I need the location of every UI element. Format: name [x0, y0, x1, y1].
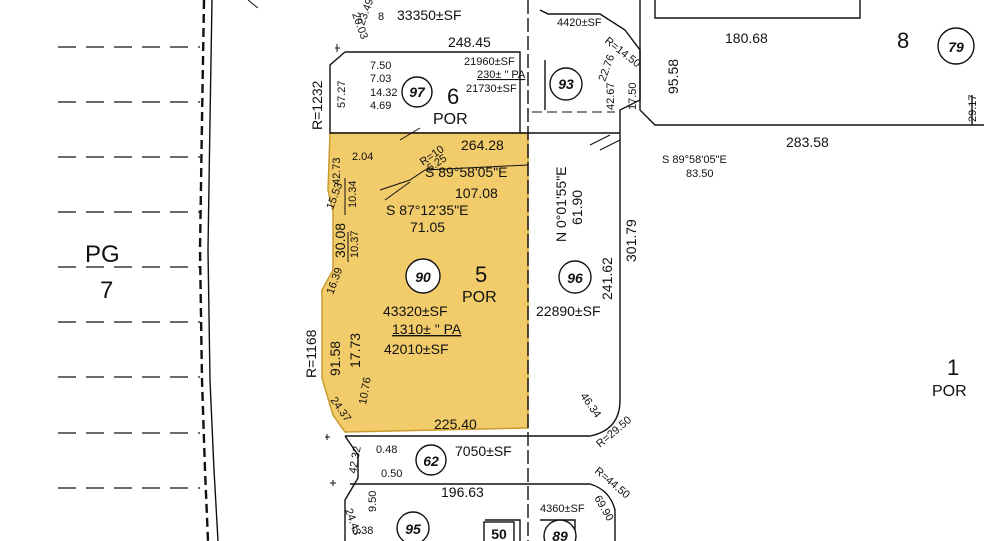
- bearing-s87: S 87°12'35"E: [386, 202, 469, 218]
- dim-2-04: 2.04: [352, 151, 373, 163]
- parcel-62-number: 62: [423, 453, 439, 469]
- leader-97: [399, 127, 421, 141]
- road-boundary: [207, 0, 219, 541]
- dim-4420sf: 4420±SF: [557, 17, 602, 29]
- pg-number: 7: [100, 277, 113, 304]
- dim-230pa: 230± " PA: [477, 69, 526, 81]
- parcel-89-sf: 4360±SF: [540, 503, 585, 515]
- top-sf: 33350±SF: [397, 7, 462, 23]
- dim-83-50: 83.50: [686, 168, 714, 180]
- dim-21960sf: 21960±SF: [464, 56, 515, 68]
- parcel-96-boundary: [528, 133, 621, 437]
- parcel-79-circle[interactable]: [937, 27, 975, 65]
- dim-10-76: 10.76: [357, 376, 374, 405]
- dim-42-73: 42.73: [331, 157, 343, 185]
- dim-180-68: 180.68: [725, 30, 768, 46]
- dim-301-79: 301.79: [623, 219, 639, 262]
- lot-8-number: 8: [897, 28, 909, 53]
- dim-71-05: 71.05: [410, 219, 445, 235]
- dim-225-40: 225.40: [434, 416, 477, 432]
- parcel-79-boundary: [639, 0, 984, 126]
- dim-42-32: 42.32: [347, 445, 364, 474]
- dim-264-28: 264.28: [461, 137, 504, 153]
- dim-0-38: 0.38: [352, 525, 373, 537]
- lot-5-por: POR: [462, 289, 497, 306]
- dim-7-50: 7.50: [370, 60, 391, 72]
- dim-9-50: 9.50: [367, 491, 379, 512]
- dim-196-63: 196.63: [441, 484, 484, 500]
- parcel-62-boundary: [345, 435, 616, 541]
- dim-22-76: 22.76: [597, 53, 618, 83]
- dim-7-03: 7.03: [370, 73, 391, 85]
- radius-1168: R=1168: [303, 329, 319, 378]
- parcel-62-circle[interactable]: [415, 444, 447, 476]
- dim-29-17: 29.17: [967, 94, 979, 122]
- dim-241-62: 241.62: [599, 257, 615, 300]
- dim-8: 8: [378, 11, 384, 23]
- lot-5-number: 5: [475, 262, 487, 287]
- dim-95-58: 95.58: [665, 59, 681, 94]
- parcel-90-number: 90: [415, 269, 431, 285]
- bearing-s89-a: S 89°58'05"E: [662, 154, 727, 166]
- lot-1-number: 1: [947, 355, 959, 380]
- dim-107-08: 107.08: [455, 185, 498, 201]
- bearing-n0: N 0°01'55"E: [553, 166, 569, 242]
- dim-0-48: 0.48: [376, 444, 397, 456]
- parcel-90-circle[interactable]: [405, 258, 441, 294]
- parcel-50-number: 50: [491, 526, 507, 541]
- parcel-93-boundary: [539, 9, 641, 133]
- dim-42-67: 42.67: [605, 82, 617, 110]
- parcel-62-sf: 7050±SF: [455, 443, 512, 459]
- tick-marks: [325, 44, 340, 486]
- leader-lines: [589, 134, 621, 151]
- road-boundary-dashed: [198, 0, 210, 541]
- dim-10-34: 10.34: [347, 180, 359, 208]
- parcel-90-sf: 43320±SF: [383, 303, 448, 319]
- dim-248-45: 248.45: [448, 34, 491, 50]
- dim-14-32: 14.32: [370, 87, 398, 99]
- parcel-90-net-sf: 42010±SF: [384, 341, 449, 357]
- dim-4-69: 4.69: [370, 100, 391, 112]
- lot-6-number: 6: [447, 84, 459, 109]
- parcel-89-number: 89: [552, 528, 568, 541]
- bearing-s89-b: S 89°58'05"E: [425, 164, 508, 180]
- parcel-93-circle[interactable]: [549, 67, 583, 101]
- parcel-79-number: 79: [948, 39, 964, 55]
- pg-label: PG: [85, 241, 120, 268]
- dim-10-37: 10.37: [349, 230, 361, 258]
- parcel-50-box[interactable]: [483, 521, 515, 541]
- dim-17-50: 17.50: [627, 82, 639, 110]
- parcel-95-circle[interactable]: [396, 511, 430, 541]
- left-dashed-lines: [58, 46, 200, 489]
- dim-21730sf: 21730±SF: [466, 83, 517, 95]
- parcel-89-circle[interactable]: [543, 519, 577, 541]
- dim-46-34: 46.34: [578, 391, 604, 420]
- parcel-97-boundary: [329, 51, 620, 134]
- parcel-96-circle[interactable]: [558, 260, 592, 294]
- dim-283-58: 283.58: [786, 134, 829, 150]
- dim-91-58: 91.58: [327, 341, 343, 376]
- lot-1-por: POR: [932, 383, 967, 400]
- parcel-97-circle[interactable]: [401, 76, 433, 108]
- dim-30-08: 30.08: [332, 223, 348, 258]
- dim-23-49: 23.49: [356, 0, 377, 27]
- radius-1232: R=1232: [309, 80, 325, 130]
- west-curve-boundary: [344, 435, 359, 541]
- parcel-96-number: 96: [567, 270, 583, 286]
- parcel-96-sf: 22890±SF: [536, 303, 601, 319]
- dim-0-50: 0.50: [381, 468, 402, 480]
- parcel-90-pa: 1310± " PA: [392, 321, 462, 337]
- parcel-93-number: 93: [558, 76, 574, 92]
- parcel-97-number: 97: [409, 84, 426, 100]
- dim-17-73: 17.73: [347, 333, 363, 368]
- lot-6-por: POR: [433, 111, 468, 128]
- parcel-95-number: 95: [405, 521, 421, 537]
- dim-57-27: 57.27: [336, 80, 348, 108]
- parcel-90-internal-lines: [344, 164, 529, 262]
- dim-69-90: 69.90: [591, 494, 615, 524]
- road-label-mark: [247, 0, 259, 9]
- dim-61-90: 61.90: [569, 190, 585, 225]
